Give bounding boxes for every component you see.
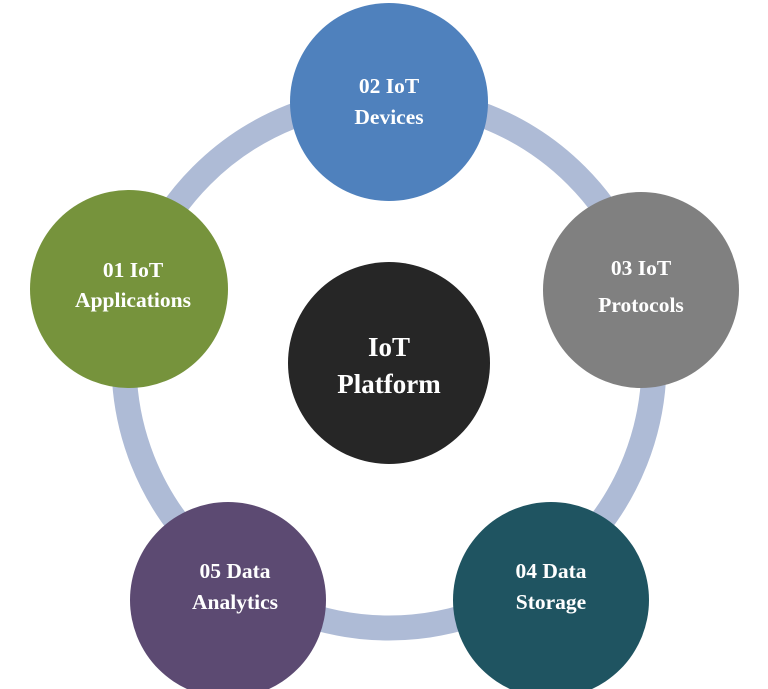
node-iot-devices-label-line1: 02 IoT <box>359 74 420 98</box>
node-iot-applications-label-line2: Applications <box>75 288 191 312</box>
node-iot-applications[interactable]: 01 IoT Applications <box>30 190 228 388</box>
node-data-storage-circle[interactable] <box>453 502 649 689</box>
hub-label-line2: Platform <box>337 369 441 399</box>
node-iot-devices-label-line2: Devices <box>354 105 423 129</box>
node-iot-protocols-circle[interactable] <box>543 192 739 388</box>
node-data-storage-label-line2: Storage <box>516 590 586 614</box>
node-iot-devices[interactable]: 02 IoT Devices <box>290 3 488 201</box>
node-iot-applications-label-line1: 01 IoT <box>103 258 164 282</box>
node-iot-protocols-label-line1: 03 IoT <box>611 256 672 280</box>
node-data-analytics-circle[interactable] <box>130 502 326 689</box>
node-data-storage-label-line1: 04 Data <box>515 559 586 583</box>
node-iot-devices-circle[interactable] <box>290 3 488 201</box>
hub-iot-platform-circle[interactable] <box>288 262 490 464</box>
node-data-storage[interactable]: 04 Data Storage <box>453 502 649 689</box>
node-data-analytics-label-line1: 05 Data <box>199 559 270 583</box>
node-iot-applications-circle[interactable] <box>30 190 228 388</box>
hub-iot-platform[interactable]: IoT Platform <box>288 262 490 464</box>
node-data-analytics[interactable]: 05 Data Analytics <box>130 502 326 689</box>
hub-label-line1: IoT <box>368 332 410 362</box>
node-iot-protocols[interactable]: 03 IoT Protocols <box>543 192 739 388</box>
node-iot-protocols-label-line2: Protocols <box>598 293 684 317</box>
node-data-analytics-label-line2: Analytics <box>192 590 278 614</box>
